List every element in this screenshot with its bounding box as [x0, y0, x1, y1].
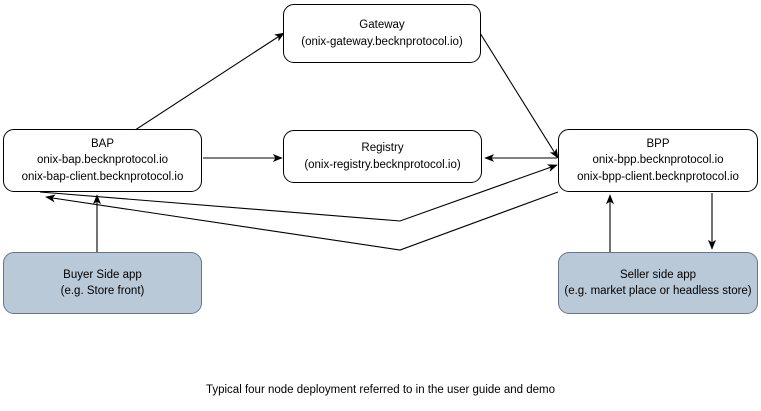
node-seller-side-app-title: Seller side app — [619, 268, 697, 281]
diagram-caption: Typical four node deployment referred to… — [205, 384, 556, 396]
node-registry[interactable]: Registry (onix-registry.becknprotocol.io… — [283, 130, 482, 183]
node-gateway[interactable]: Gateway (onix-gateway.becknprotocol.io) — [283, 4, 481, 63]
node-bap-host: onix-bap.becknprotocol.io — [36, 154, 169, 167]
node-registry-title: Registry — [361, 142, 404, 154]
node-seller-side-app[interactable]: Seller side app (e.g. market place or he… — [558, 252, 758, 314]
node-bpp-host: onix-bpp.becknprotocol.io — [592, 154, 724, 167]
node-bpp-host-client: onix-bpp-client.becknprotocol.io — [577, 170, 739, 183]
node-gateway-host: (onix-gateway.becknprotocol.io) — [301, 35, 463, 48]
edge-bpp-to-bap — [45, 191, 559, 251]
edge-gateway-to-bpp — [479, 32, 559, 159]
node-buyer-side-app-title: Buyer Side app — [63, 268, 142, 281]
node-bap[interactable]: BAP onix-bap.becknprotocol.io onix-bap-c… — [3, 129, 202, 192]
node-registry-host: (onix-registry.becknprotocol.io) — [304, 158, 461, 171]
node-bpp-title: BPP — [646, 137, 670, 150]
node-seller-side-app-subtitle: (e.g. market place or headless store) — [564, 285, 752, 297]
node-bpp[interactable]: BPP onix-bpp.becknprotocol.io onix-bpp-c… — [558, 129, 758, 192]
node-buyer-side-app[interactable]: Buyer Side app (e.g. Store front) — [3, 252, 202, 314]
node-buyer-side-app-subtitle: (e.g. Store front) — [60, 285, 145, 297]
node-bap-host-client: onix-bap-client.becknprotocol.io — [21, 170, 184, 183]
node-bap-title: BAP — [90, 137, 114, 150]
node-gateway-title: Gateway — [359, 19, 405, 31]
